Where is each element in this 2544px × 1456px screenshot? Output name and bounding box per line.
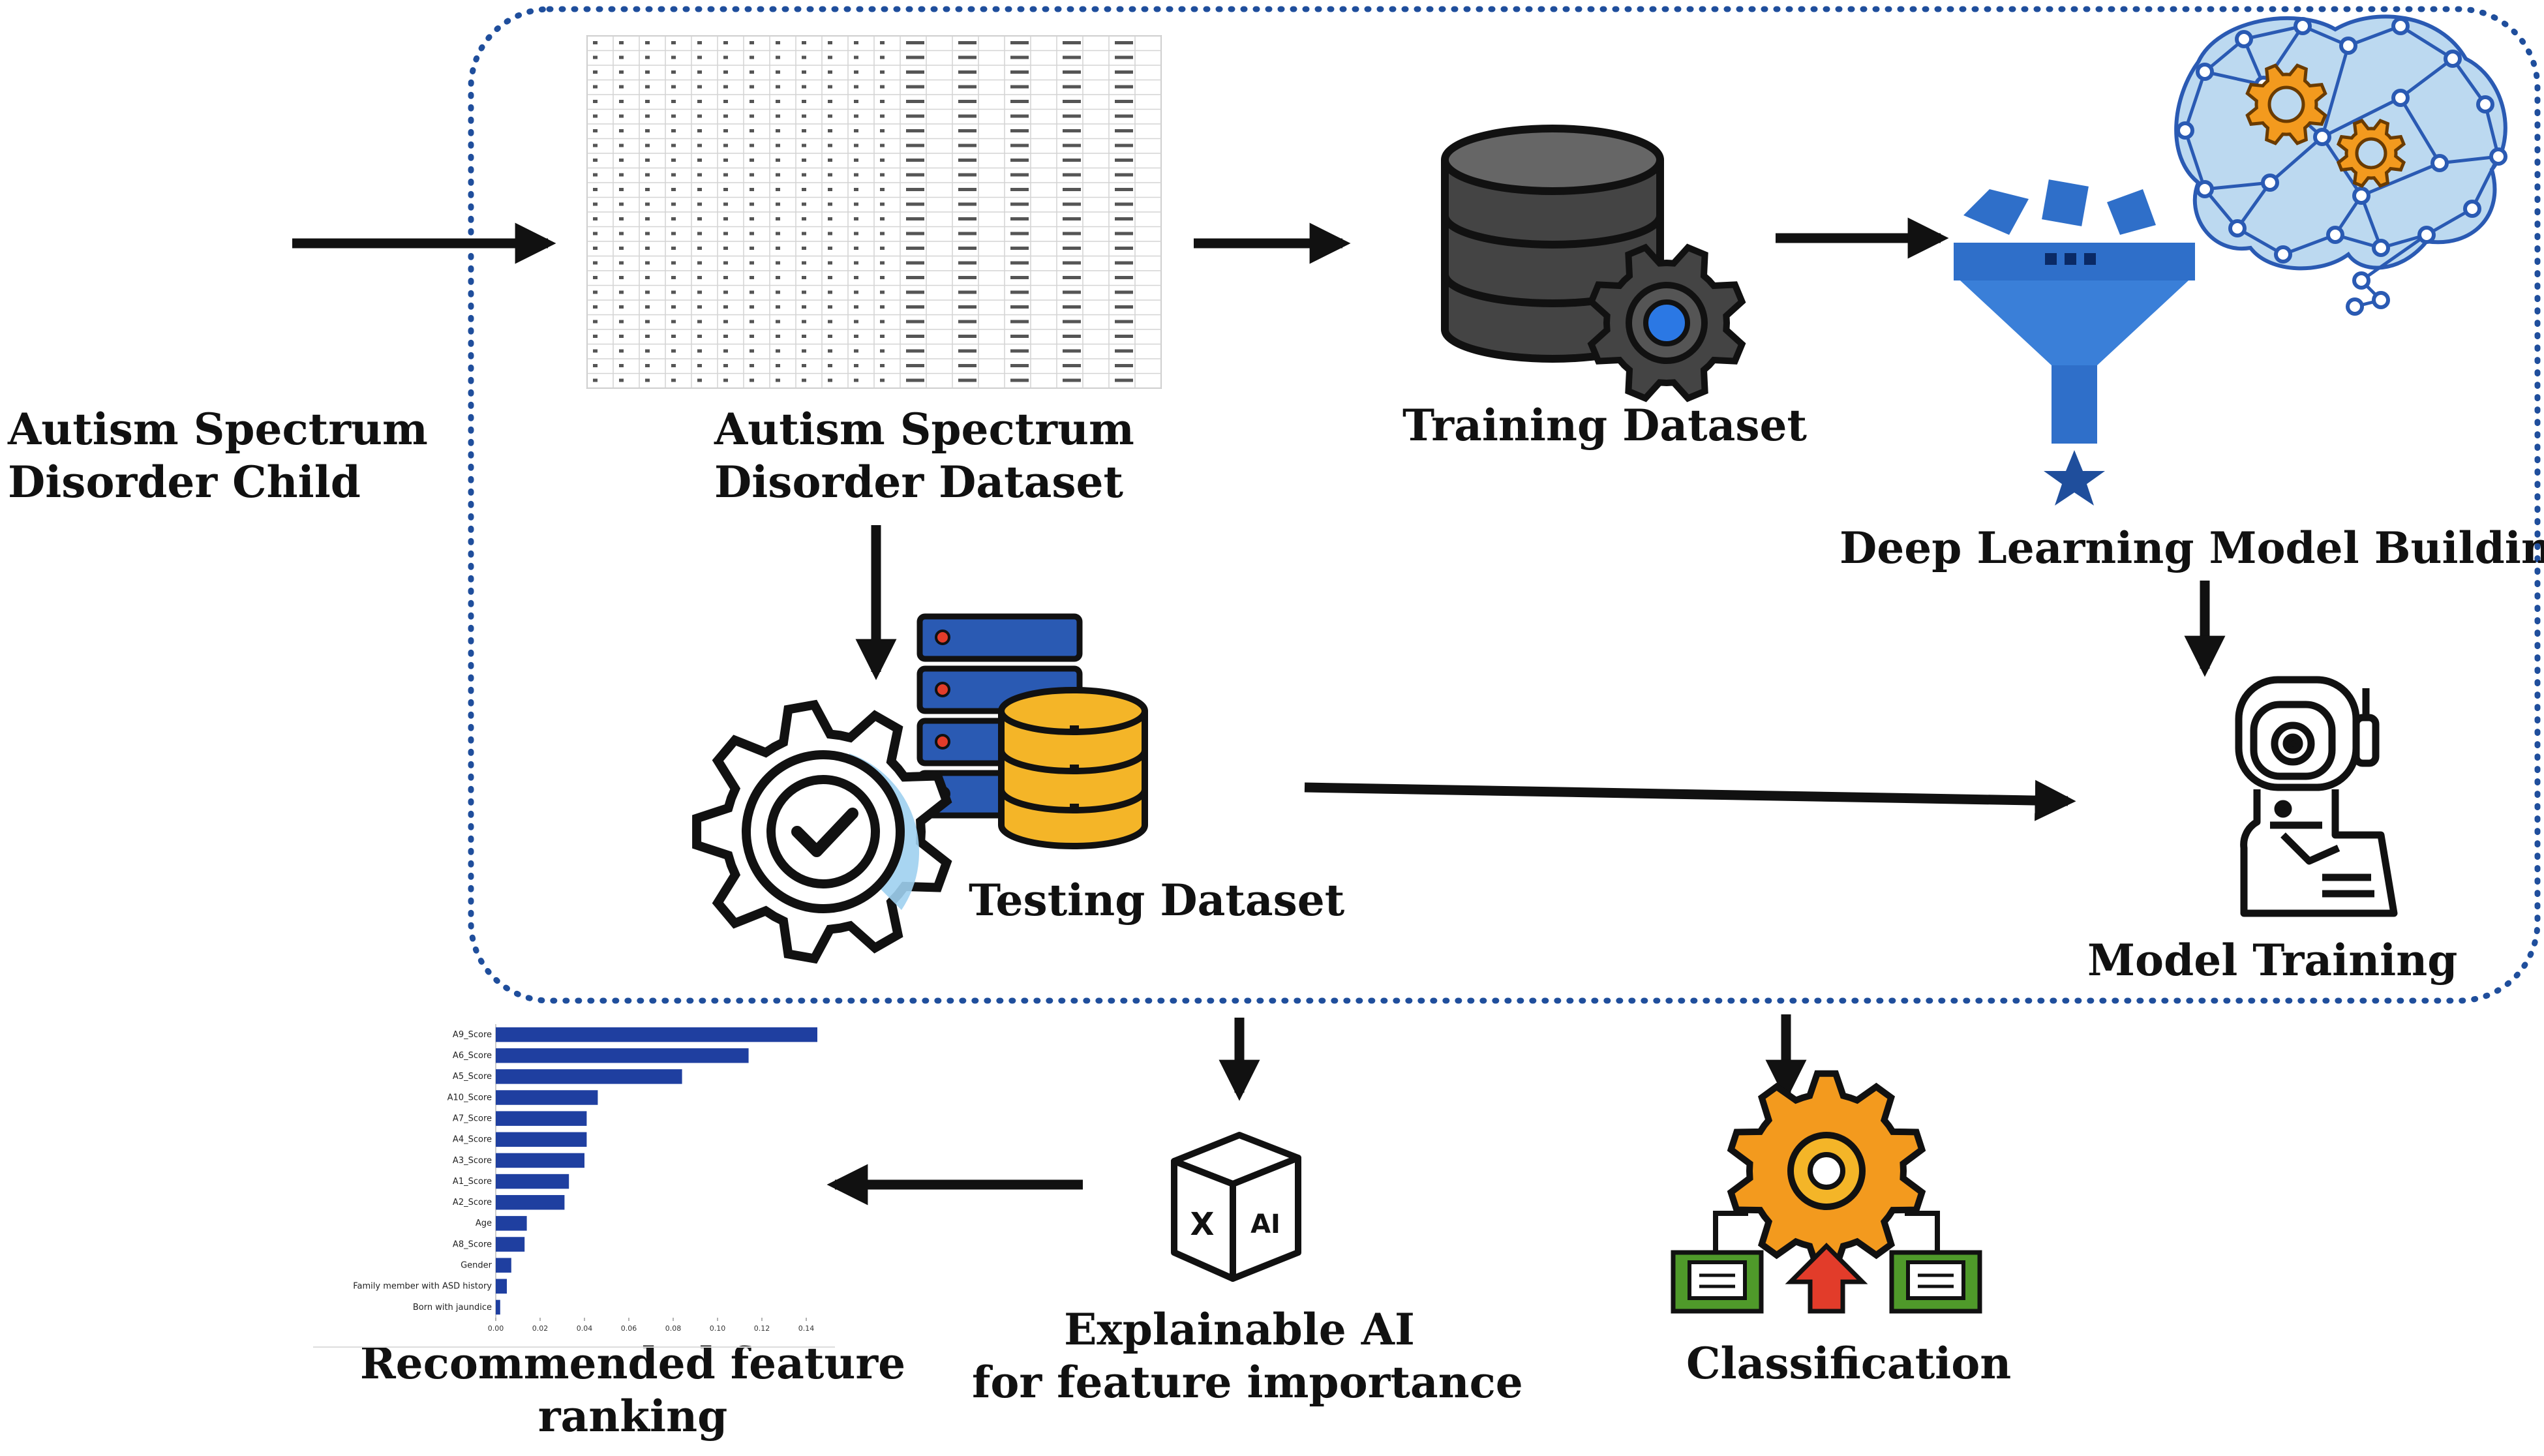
chart-bar-5 [496,1132,587,1147]
chart-category-label-2: A5_Score [453,1072,492,1082]
gear-check-icon [692,699,952,964]
chart-category-label-13: Born with jaundice [413,1303,492,1312]
chart-category-label-10: A8_Score [453,1239,492,1249]
label-explainable-ai-line1: Explainable AI [1064,1304,1415,1355]
label-explainable-ai-line2: for feature importance [972,1356,1523,1408]
chart-bar-12 [496,1279,507,1294]
label-asd-child: Autism Spectrum Disorder Child [8,403,428,508]
chart-xtick-label-7: 0.14 [798,1324,815,1333]
xai-cube-icon [1171,1132,1301,1282]
chart-xtick-label-2: 0.04 [577,1324,593,1333]
chart-xtick-label-4: 0.08 [665,1324,682,1333]
label-classification: Classification [1686,1338,2012,1389]
chart-category-label-3: A10_Score [447,1093,492,1102]
dataset-pipeline-frame [468,6,2541,1004]
chart-category-label-5: A4_Score [453,1135,492,1145]
chart-bar-9 [496,1216,527,1231]
server-database-icon [916,613,1148,849]
chart-bar-6 [496,1153,584,1168]
arrow-testing-to-model-training [1304,780,2076,821]
chart-xtick-label-6: 0.12 [754,1324,770,1333]
xai-x-glyph: X [1190,1206,1214,1243]
chart-xtick-label-3: 0.06 [621,1324,637,1333]
chart-xtick-label-0: 0.00 [488,1324,504,1333]
label-asd-child-line1: Autism Spectrum [8,404,428,455]
label-asd-dataset-line1: Autism Spectrum [714,404,1134,455]
xai-ai-glyph: AI [1250,1209,1280,1239]
label-dl-model-building: Deep Learning Model Building [1840,523,2544,573]
feature-importance-chart-svg: A9_ScoreA6_ScoreA5_ScoreA10_ScoreA7_Scor… [313,1024,835,1348]
chart-bar-4 [496,1111,587,1126]
label-asd-dataset-line2: Disorder Dataset [714,456,1124,508]
chart-bar-0 [496,1027,817,1042]
classification-boxes-icon [1671,1243,1982,1314]
label-training-dataset: Training Dataset [1402,400,1807,451]
chart-category-label-11: Gender [461,1261,492,1271]
label-asd-child-line2: Disorder Child [8,456,361,508]
database-gear-icon [1441,125,1746,402]
chart-category-label-6: A3_Score [453,1156,492,1166]
classification-tree-icon [1713,1211,1940,1252]
chart-bar-3 [496,1090,598,1105]
chart-bar-7 [496,1174,569,1189]
chart-xtick-label-5: 0.10 [710,1324,726,1333]
chart-category-label-7: A1_Score [453,1177,492,1187]
spreadsheet-icon [586,35,1162,389]
chart-bar-13 [496,1299,500,1315]
gear-icon-orange-2 [2336,118,2406,189]
chart-bar-2 [496,1069,682,1084]
label-explainable-ai: Explainable AI for feature importance [972,1303,1523,1408]
robot-icon [2235,676,2398,917]
gear-icon-orange-1 [2245,63,2327,145]
chart-xtick-label-1: 0.02 [532,1324,549,1333]
chart-category-label-1: A6_Score [453,1051,492,1061]
chart-category-label-12: Family member with ASD history [353,1282,492,1292]
chart-category-label-4: A7_Score [453,1114,492,1124]
label-model-training: Model Training [2087,935,2458,986]
label-testing-dataset: Testing Dataset [969,875,1345,926]
chart-bar-10 [496,1237,525,1252]
chart-category-label-8: A2_Score [453,1198,492,1207]
chart-bar-1 [496,1048,749,1063]
chart-bar-8 [496,1194,565,1210]
funnel-icon [1954,179,2195,506]
label-asd-dataset: Autism Spectrum Disorder Dataset [714,403,1134,508]
chart-category-label-0: A9_Score [453,1030,492,1040]
classification-gear-icon [1727,1070,1926,1272]
chart-bar-11 [496,1258,511,1273]
chart-category-label-9: Age [476,1219,492,1228]
label-feature-ranking-line2: ranking [538,1390,728,1442]
